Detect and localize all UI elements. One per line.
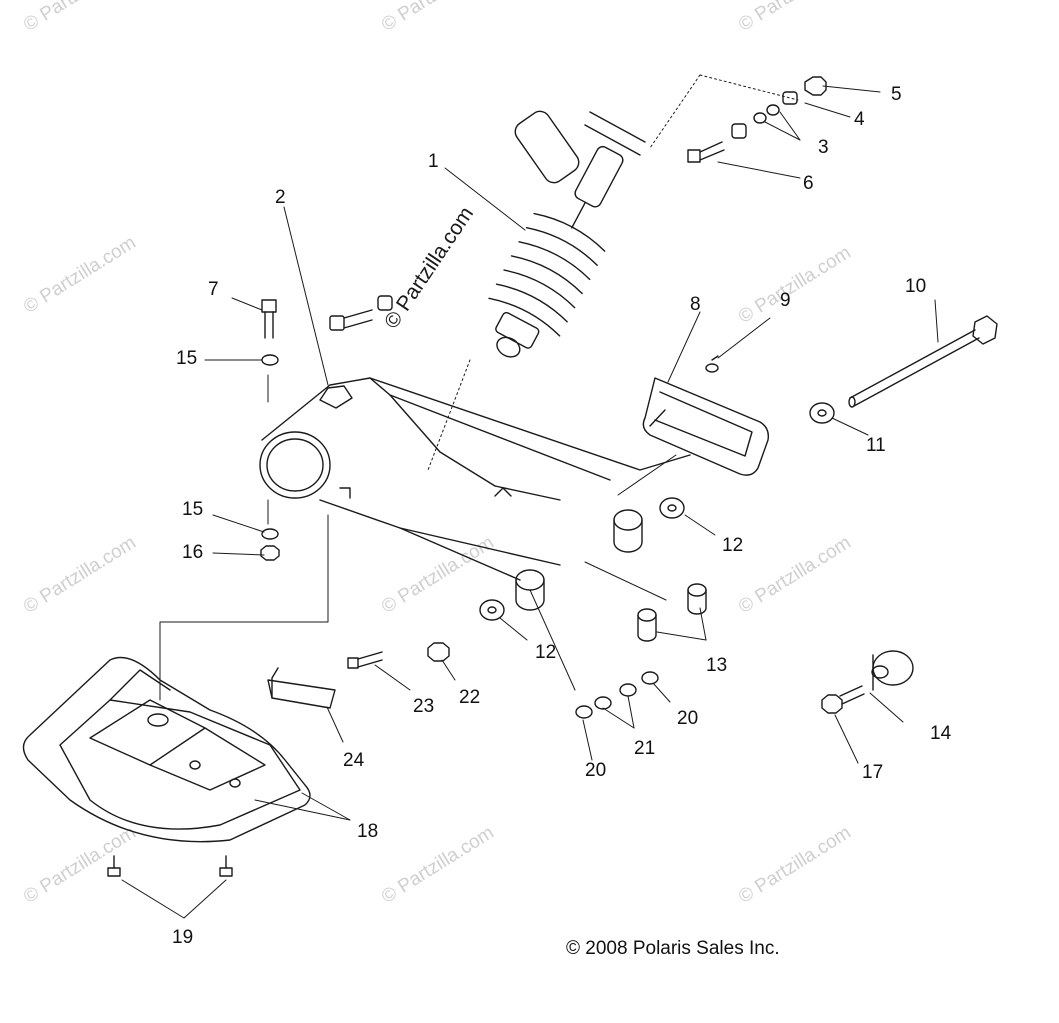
callout-19: 19 [172,927,194,948]
shock-absorber [488,145,624,358]
bushings [637,583,707,642]
washer [809,402,835,424]
washer [659,497,685,519]
callout-20: 20 [677,708,699,729]
callout-8: 8 [690,294,701,315]
callout-13: 13 [706,655,728,676]
swingarm [259,377,691,611]
callout-2: 2 [275,187,286,208]
callout-1: 1 [428,151,439,172]
roller-bolt [821,685,865,714]
skid-hardware [267,642,450,709]
lower-shock-bolt [329,295,393,331]
callout-11: 11 [866,435,886,456]
callout-15: 15 [176,348,198,369]
chain-guard [642,377,770,476]
pivot-shaft [848,315,998,408]
callout-17: 17 [862,762,884,783]
callout-12: 12 [535,642,557,663]
callout-3: 3 [818,137,829,158]
copyright-notice: © 2008 Polaris Sales Inc. [566,938,780,959]
callout-16: 16 [182,542,204,563]
leader-lines [121,85,939,919]
shock-reservoir [514,110,646,184]
nuts [575,671,659,719]
callout-20: 20 [585,760,607,781]
skid-plate [22,656,311,843]
callout-14: 14 [930,723,952,744]
callout-21: 21 [634,738,656,759]
top-mount-hardware [687,76,827,163]
callout-6: 6 [803,173,814,194]
callout-23: 23 [413,696,435,717]
washer [479,599,505,621]
callout-5: 5 [891,84,902,105]
callout-18: 18 [357,821,379,842]
guard-screw [705,355,719,373]
callout-10: 10 [905,276,927,297]
callout-7: 7 [208,279,219,300]
roller [871,650,914,691]
callout-4: 4 [854,109,865,130]
callout-24: 24 [343,750,365,771]
callout-22: 22 [459,687,481,708]
callout-15: 15 [182,499,204,520]
callout-9: 9 [780,290,791,311]
pivot-bolt-hardware [260,299,280,561]
skid-bolts [107,855,233,877]
callout-12: 12 [722,535,744,556]
